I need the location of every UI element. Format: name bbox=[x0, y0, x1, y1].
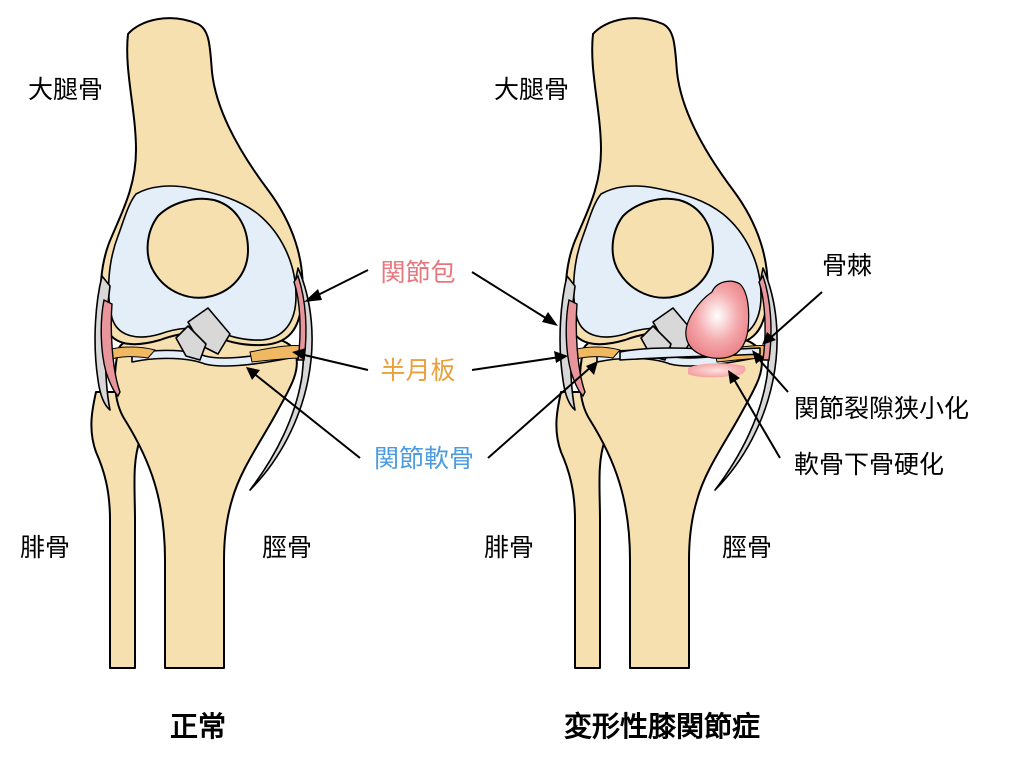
joint-space-narrowing-label: 関節裂隙狭小化 bbox=[794, 394, 969, 423]
right-femur-label: 大腿骨 bbox=[494, 75, 569, 104]
left-fibula-label: 腓骨 bbox=[20, 533, 70, 562]
cartilage-label: 関節軟骨 bbox=[374, 444, 474, 473]
subchondral-sclerosis-label: 軟骨下骨硬化 bbox=[794, 450, 944, 479]
left-tibia-label: 脛骨 bbox=[262, 533, 312, 562]
right-title: 変形性膝関節症 bbox=[564, 710, 760, 743]
subchondral-sclerosis-area bbox=[688, 363, 746, 378]
left-title: 正常 bbox=[170, 710, 226, 743]
right-tibia-label: 脛骨 bbox=[722, 533, 772, 562]
pointer-arrows bbox=[246, 269, 823, 459]
osteophyte-mass bbox=[685, 280, 750, 359]
capsule-label: 関節包 bbox=[380, 258, 455, 287]
normal-knee-illustration bbox=[90, 17, 314, 669]
right-fibula-label: 腓骨 bbox=[484, 533, 534, 562]
left-femur-label: 大腿骨 bbox=[28, 75, 103, 104]
osteophyte-label: 骨棘 bbox=[822, 251, 872, 280]
meniscus-label: 半月板 bbox=[380, 356, 455, 385]
oa-knee-illustration bbox=[555, 17, 779, 669]
